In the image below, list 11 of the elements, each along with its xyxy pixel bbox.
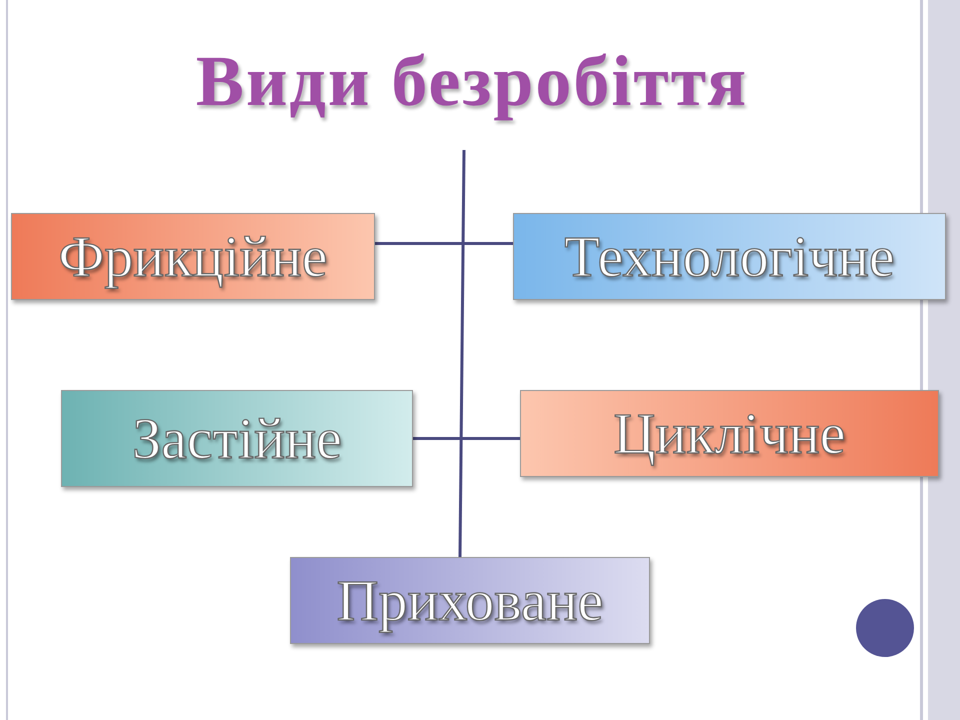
category-label: Застійне <box>132 410 342 468</box>
connector-line <box>413 437 520 440</box>
category-box <box>61 390 413 487</box>
category-box <box>290 557 650 644</box>
category-label: Технологічне <box>564 228 895 286</box>
category-box <box>11 213 375 300</box>
category-box <box>513 213 946 300</box>
connector-line <box>375 242 513 245</box>
connector-line <box>458 150 466 558</box>
category-box <box>520 390 939 477</box>
slide-title: Види безробіття <box>194 40 750 123</box>
